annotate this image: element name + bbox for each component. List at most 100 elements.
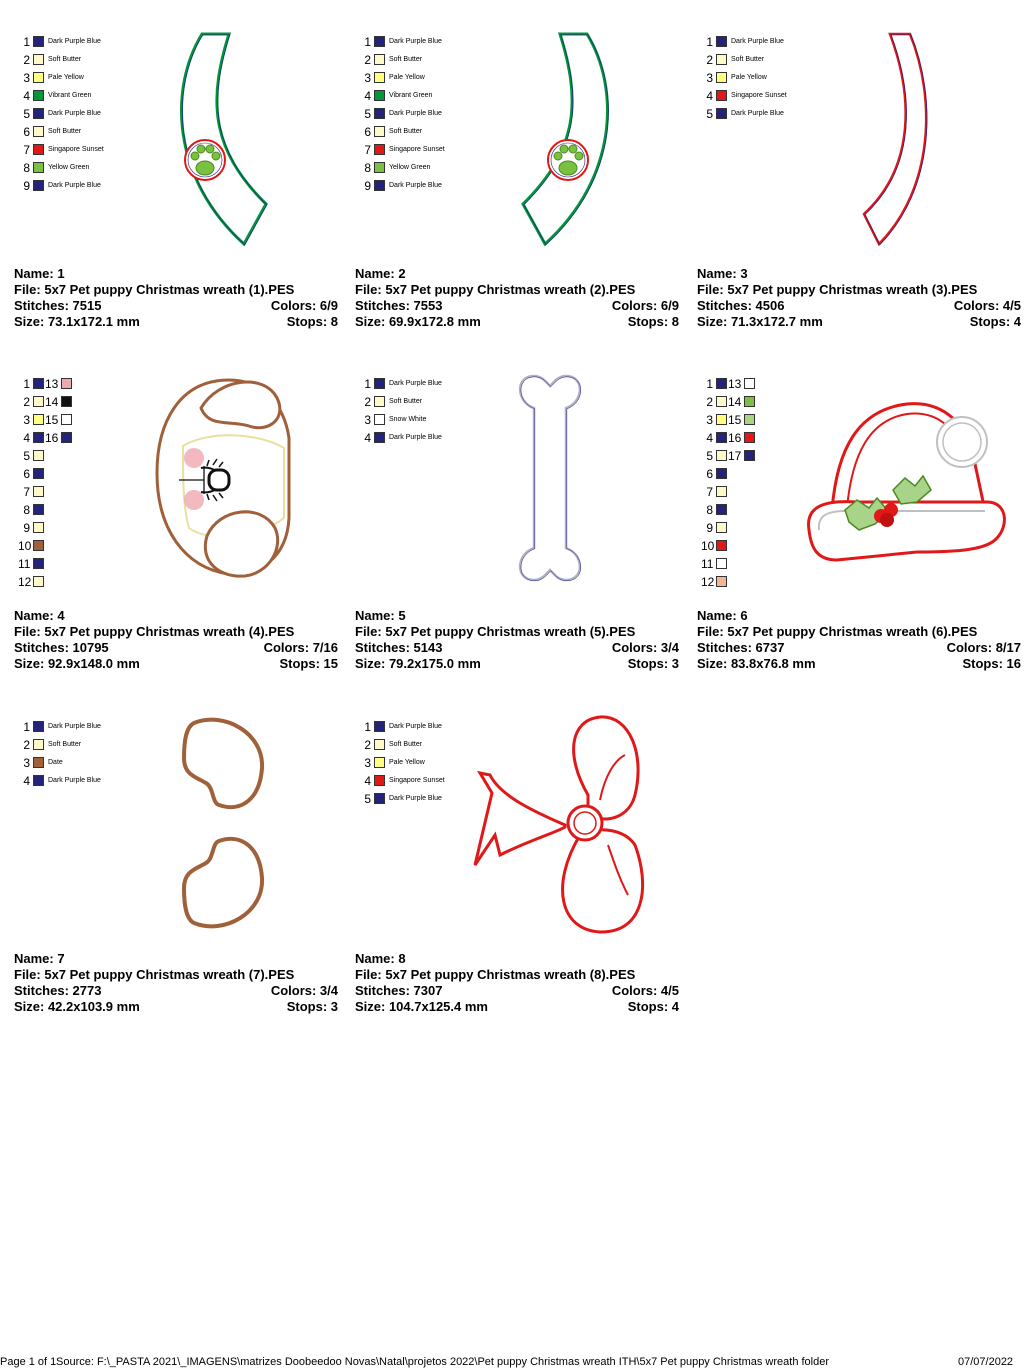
color-swatch xyxy=(716,108,727,119)
legend-number: 3 xyxy=(23,413,30,427)
thread-name: Yellow Green xyxy=(389,164,431,171)
color-swatch xyxy=(716,396,727,407)
legend-number: 5 xyxy=(706,107,713,121)
design-colors: Colors: 8/17 xyxy=(946,640,1021,655)
color-swatch xyxy=(374,793,385,804)
design-preview-arc-paw xyxy=(521,32,609,247)
color-swatch xyxy=(374,432,385,443)
info-line: File: 5x7 Pet puppy Christmas wreath (5)… xyxy=(355,624,679,640)
thread-name: Soft Butter xyxy=(389,128,423,135)
color-swatch xyxy=(744,396,755,407)
color-swatch xyxy=(33,144,44,155)
thread-name: Soft Butter xyxy=(48,128,82,135)
color-swatch xyxy=(374,378,385,389)
design-preview-ears xyxy=(181,717,265,929)
design-colors: Colors: 4/5 xyxy=(611,983,679,998)
design-file: File: 5x7 Pet puppy Christmas wreath (5)… xyxy=(355,624,636,639)
design-colors: Colors: 6/9 xyxy=(611,298,679,313)
design-stops: Stops: 3 xyxy=(286,999,338,1014)
color-swatch xyxy=(33,540,44,551)
thread-name: Dark Purple Blue xyxy=(389,380,442,387)
legend-number: 2 xyxy=(23,738,30,752)
color-swatch xyxy=(33,414,44,425)
color-swatch xyxy=(33,180,44,191)
color-swatch xyxy=(33,576,44,587)
color-swatch xyxy=(33,522,44,533)
info-line: Name: 4 xyxy=(14,608,338,624)
color-swatch xyxy=(33,162,44,173)
legend-number: 1 xyxy=(23,377,30,391)
legend-number: 9 xyxy=(23,179,30,193)
thread-name: Dark Purple Blue xyxy=(48,110,101,117)
legend-number: 5 xyxy=(706,449,713,463)
legend-number: 6 xyxy=(23,125,30,139)
color-swatch xyxy=(716,432,727,443)
legend-number: 3 xyxy=(364,413,371,427)
legend-number: 4 xyxy=(23,89,30,103)
design-stitches: Stitches: 7553 xyxy=(355,298,443,313)
design-size: Size: 69.9x172.8 mm xyxy=(355,314,481,329)
info-line: Name: 8 xyxy=(355,951,679,967)
color-swatch xyxy=(716,576,727,587)
design-colors: Colors: 4/5 xyxy=(953,298,1021,313)
legend-number: 6 xyxy=(706,467,713,481)
legend-number: 5 xyxy=(23,449,30,463)
legend-number: 2 xyxy=(706,53,713,67)
color-swatch xyxy=(33,775,44,786)
legend-number: 9 xyxy=(23,521,30,535)
design-stops: Stops: 16 xyxy=(962,656,1021,671)
design-file: File: 5x7 Pet puppy Christmas wreath (7)… xyxy=(14,967,295,982)
info-line: Size: 83.8x76.8 mm Stops: 16 xyxy=(697,656,1021,672)
legend-number: 16 xyxy=(45,431,59,445)
color-swatch xyxy=(716,522,727,533)
design-preview-bone xyxy=(518,374,582,582)
thread-name: Dark Purple Blue xyxy=(48,777,101,784)
legend-number: 2 xyxy=(23,53,30,67)
legend-number: 5 xyxy=(23,107,30,121)
thread-name: Pale Yellow xyxy=(48,74,84,81)
thread-name: Dark Purple Blue xyxy=(389,723,442,730)
color-swatch xyxy=(716,504,727,515)
design-name: Name: 7 xyxy=(14,951,65,966)
color-swatch xyxy=(33,721,44,732)
info-line: File: 5x7 Pet puppy Christmas wreath (6)… xyxy=(697,624,1021,640)
design-stops: Stops: 8 xyxy=(627,314,679,329)
legend-number: 1 xyxy=(706,35,713,49)
info-line: Name: 1 xyxy=(14,266,338,282)
color-swatch xyxy=(374,72,385,83)
legend-number: 7 xyxy=(23,485,30,499)
color-swatch xyxy=(374,162,385,173)
design-stitches: Stitches: 10795 xyxy=(14,640,109,655)
legend-number: 3 xyxy=(706,71,713,85)
thread-name: Dark Purple Blue xyxy=(389,182,442,189)
design-file: File: 5x7 Pet puppy Christmas wreath (2)… xyxy=(355,282,636,297)
color-swatch xyxy=(716,468,727,479)
thread-name: Yellow Green xyxy=(48,164,90,171)
color-swatch xyxy=(716,558,727,569)
design-size: Size: 83.8x76.8 mm xyxy=(697,656,816,671)
legend-number: 3 xyxy=(364,71,371,85)
legend-number: 11 xyxy=(18,557,31,571)
design-size: Size: 42.2x103.9 mm xyxy=(14,999,140,1014)
color-swatch xyxy=(716,450,727,461)
color-swatch xyxy=(61,414,72,425)
thread-name: Singapore Sunset xyxy=(389,777,445,784)
design-preview-puppy-face xyxy=(155,378,291,578)
color-swatch xyxy=(33,126,44,137)
legend-number: 1 xyxy=(23,35,30,49)
legend-number: 1 xyxy=(364,35,371,49)
